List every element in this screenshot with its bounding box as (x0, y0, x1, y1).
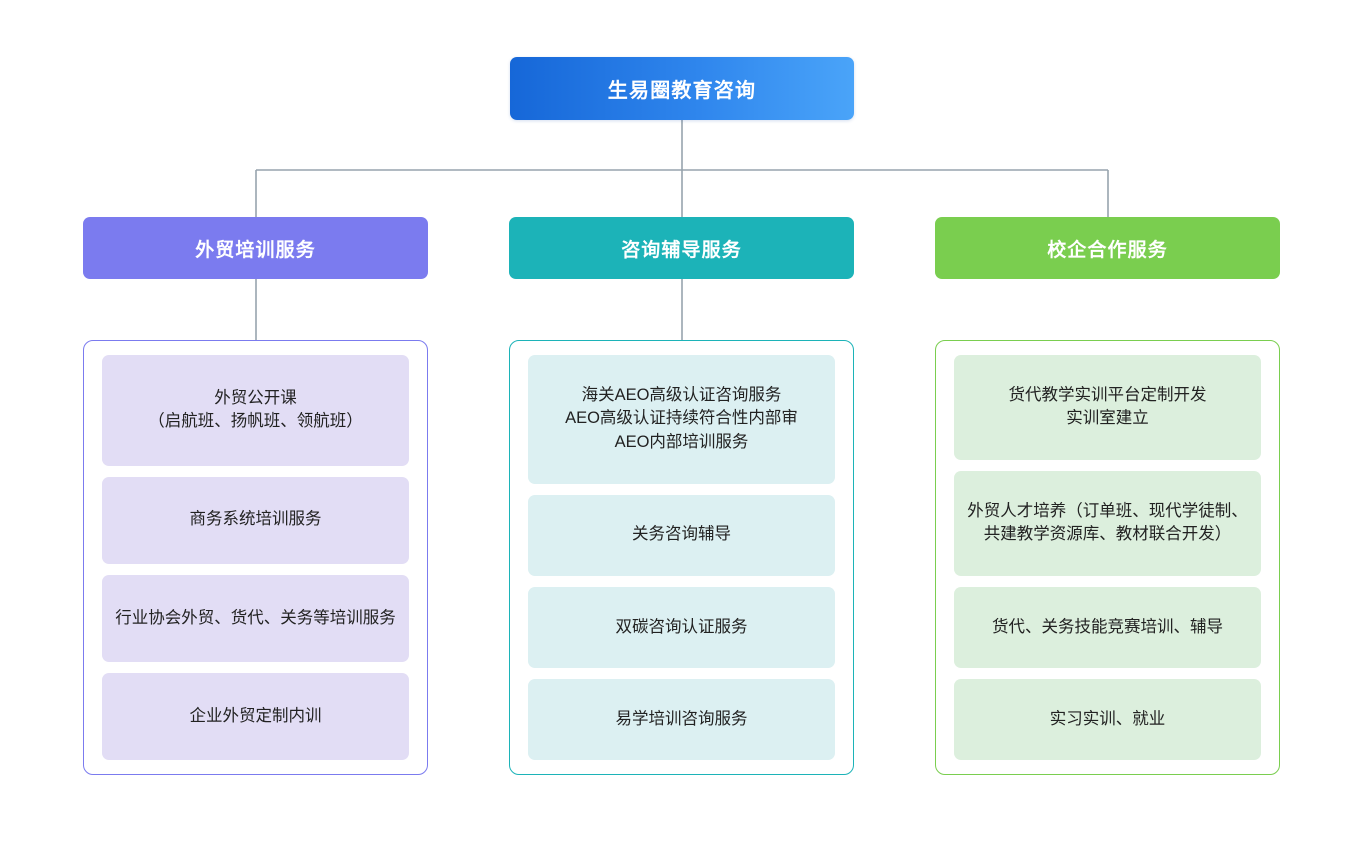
service-item[interactable]: 实习实训、就业 (954, 678, 1261, 761)
service-item[interactable]: 外贸公开课 （启航班、扬帆班、领航班） (102, 355, 409, 466)
service-item[interactable]: 商务系统培训服务 (102, 476, 409, 564)
column-panel-consulting: 海关AEO高级认证咨询服务 AEO高级认证持续符合性内部审 AEO内部培训服务 … (509, 340, 854, 775)
service-item[interactable]: 易学培训咨询服务 (528, 678, 835, 761)
column-header-label: 校企合作服务 (1047, 239, 1168, 261)
service-item[interactable]: 货代教学实训平台定制开发 实训室建立 (954, 355, 1261, 460)
column-header-label: 咨询辅导服务 (621, 239, 742, 261)
service-item[interactable]: 双碳咨询认证服务 (528, 586, 835, 668)
root-node[interactable]: 生易圈教育咨询 (510, 57, 854, 120)
column-header-label: 外贸培训服务 (195, 239, 316, 261)
service-item[interactable]: 货代、关务技能竞赛培训、辅导 (954, 586, 1261, 668)
service-item[interactable]: 企业外贸定制内训 (102, 672, 409, 760)
service-item[interactable]: 外贸人才培养（订单班、现代学徒制、共建教学资源库、教材联合开发） (954, 470, 1261, 576)
column-header-consulting[interactable]: 咨询辅导服务 (509, 217, 854, 279)
column-panel-training: 外贸公开课 （启航班、扬帆班、领航班） 商务系统培训服务 行业协会外贸、货代、关… (83, 340, 428, 775)
service-item[interactable]: 关务咨询辅导 (528, 494, 835, 576)
service-item[interactable]: 海关AEO高级认证咨询服务 AEO高级认证持续符合性内部审 AEO内部培训服务 (528, 355, 835, 484)
service-item[interactable]: 行业协会外贸、货代、关务等培训服务 (102, 574, 409, 662)
column-header-school-enterprise[interactable]: 校企合作服务 (935, 217, 1280, 279)
root-node-label: 生易圈教育咨询 (607, 80, 757, 102)
column-panel-school-enterprise: 货代教学实训平台定制开发 实训室建立 外贸人才培养（订单班、现代学徒制、共建教学… (935, 340, 1280, 775)
column-header-training[interactable]: 外贸培训服务 (83, 217, 428, 279)
